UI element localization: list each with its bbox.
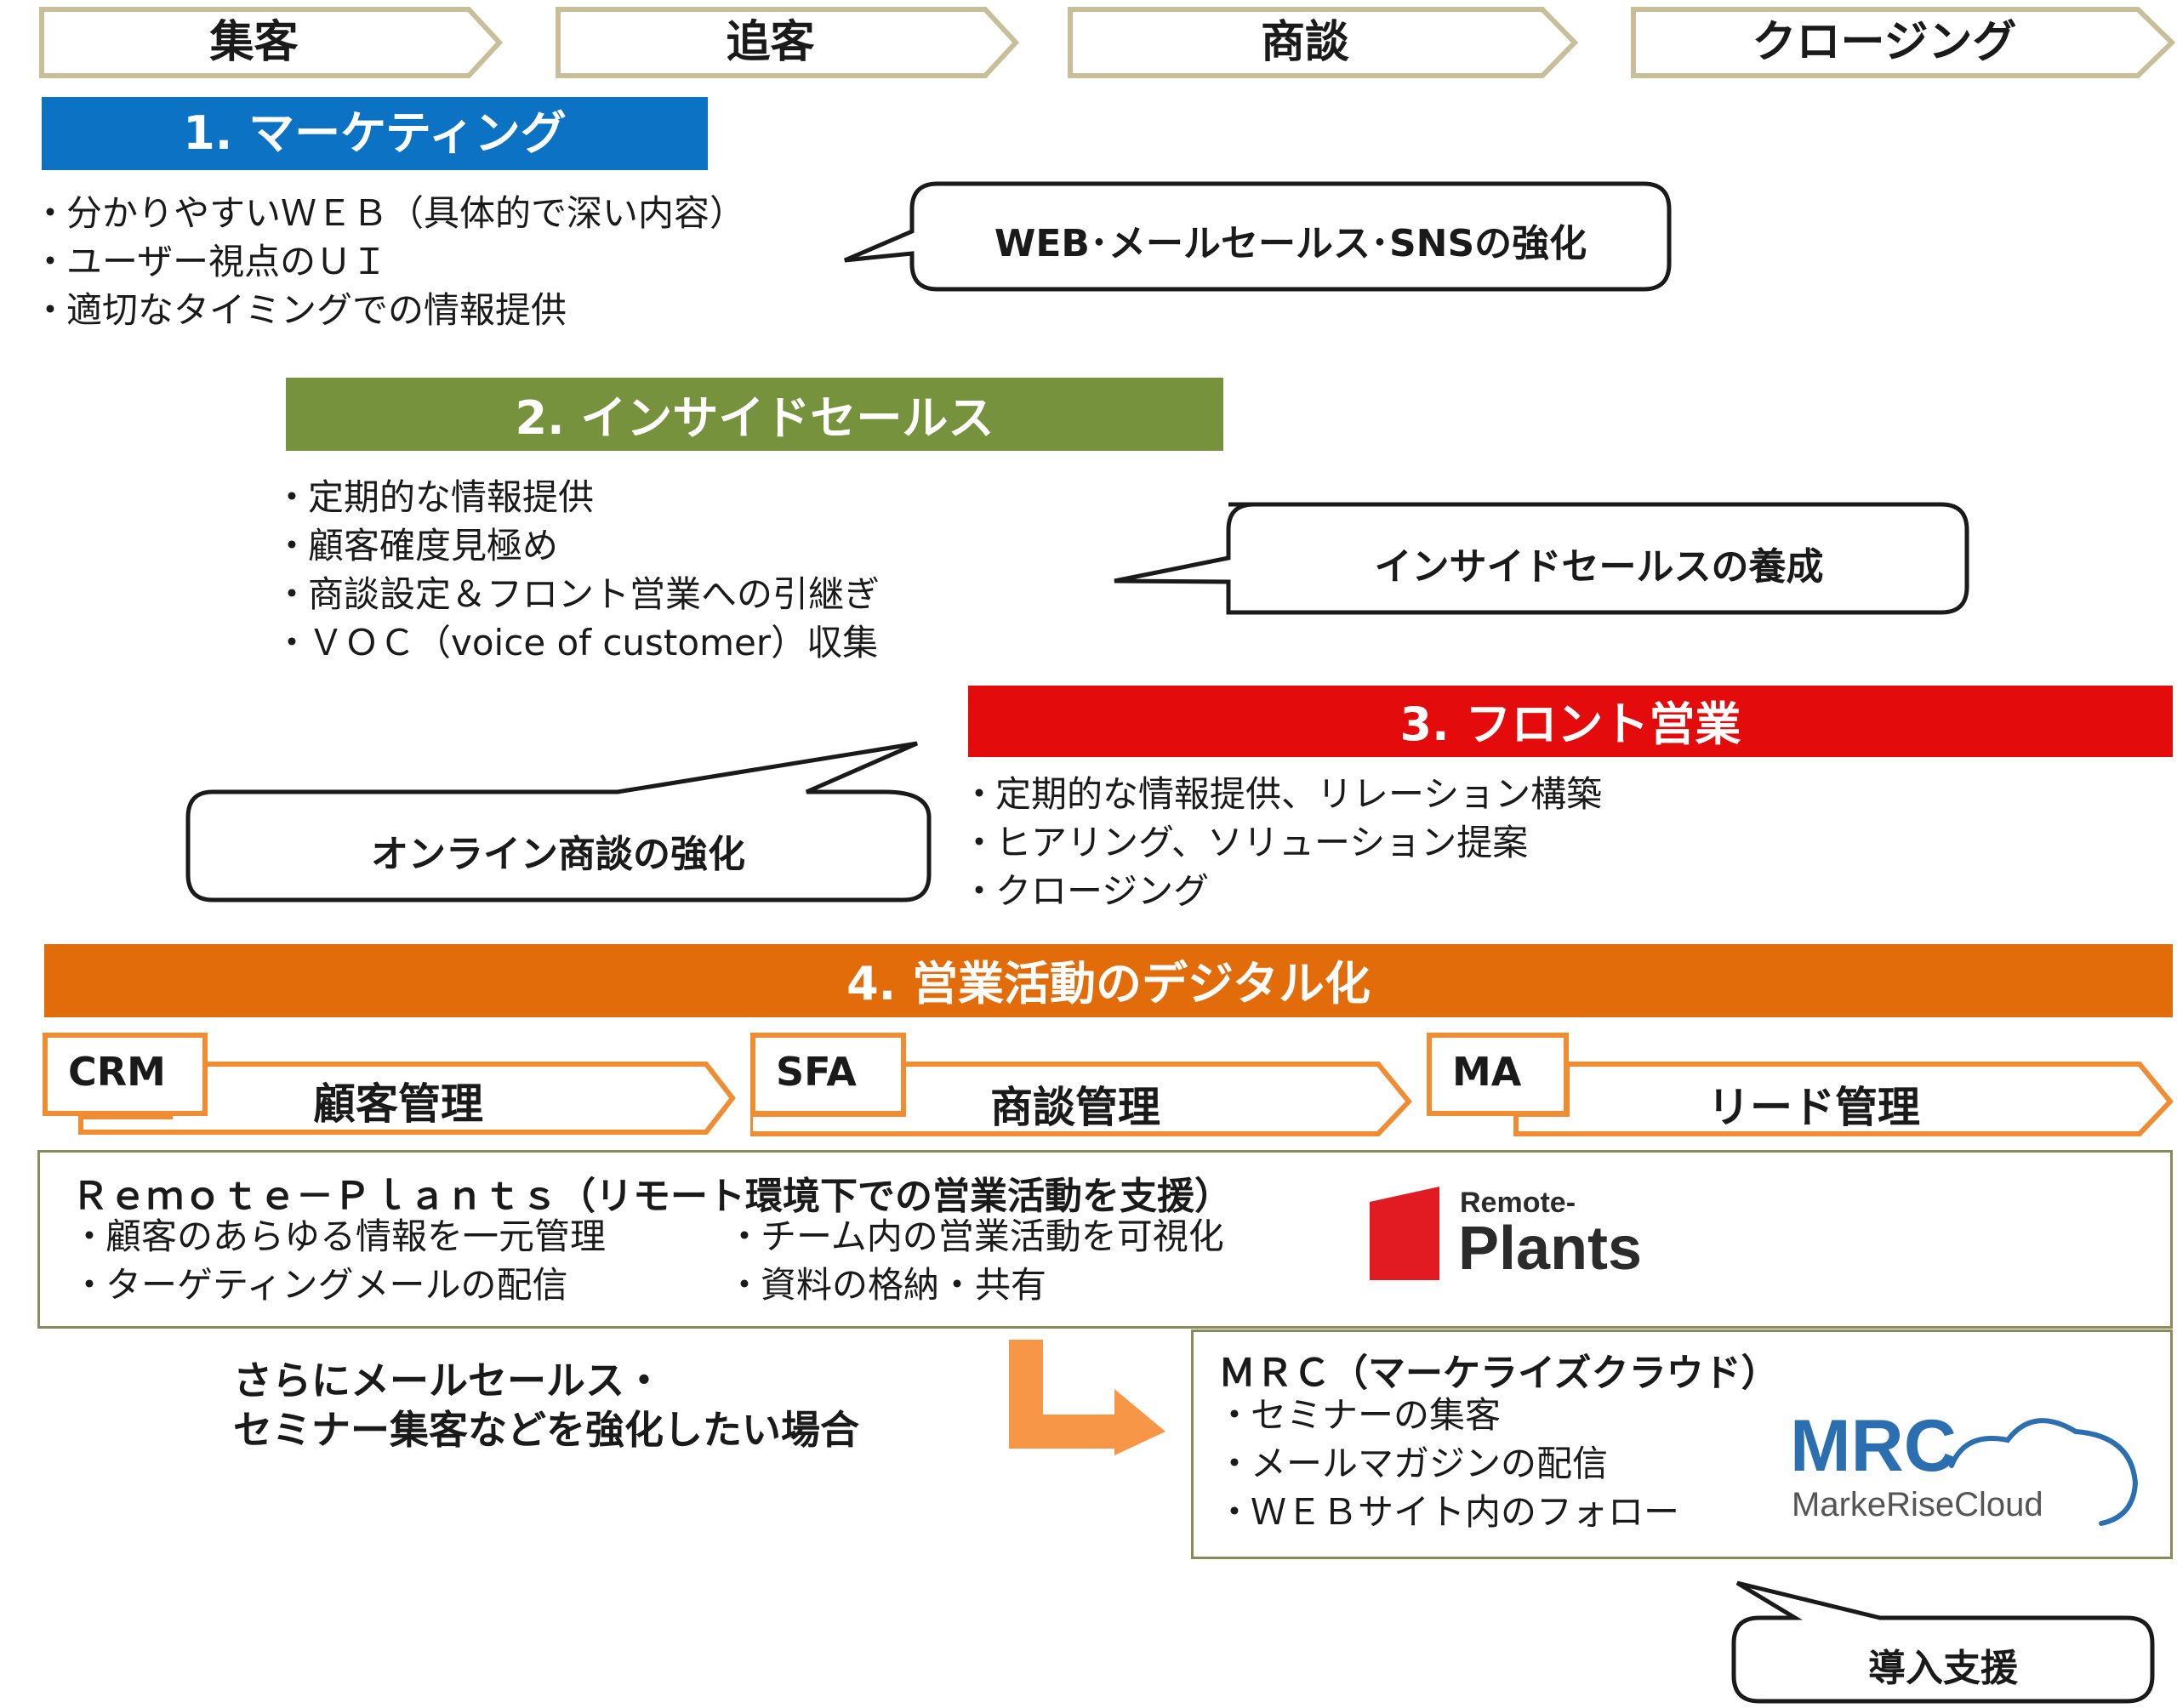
- logo-text-bottom: Plants: [1458, 1215, 1643, 1283]
- list-item: ・商談設定＆フロント営業への引継ぎ: [274, 573, 880, 615]
- tool-label: リード管理: [1707, 1083, 1920, 1132]
- mrc-list: ・セミナーの集客 ・メールマガジンの配信 ・ＷＥＢサイト内のフォロー: [1217, 1391, 1679, 1536]
- list-item: ・分かりやすいＷＥＢ（具体的で深い内容）: [32, 192, 746, 234]
- upgrade-line-2: セミナー集客などを強化したい場合: [233, 1407, 859, 1453]
- stage-label: 集客: [209, 17, 299, 68]
- front-sales-header: 3. フロント営業: [968, 686, 2173, 757]
- list-item: ・ターゲティングメールの配信: [71, 1264, 568, 1306]
- inside-sales-callout: インサイドセールスの養成: [1112, 500, 1974, 617]
- remote-plants-right-list: ・チーム内の営業活動を可視化 ・資料の格納・共有: [727, 1212, 1224, 1309]
- logo-text-top: Remote-: [1460, 1187, 1576, 1219]
- list-item: ・ＷＥＢサイト内のフォロー: [1217, 1491, 1680, 1533]
- marketing-list: ・分かりやすいＷＥＢ（具体的で深い内容） ・ユーザー視点のＵＩ ・適切なタイミン…: [32, 189, 745, 334]
- list-item: ・ヒアリング、ソリューション提案: [961, 822, 1529, 863]
- stage-label: 商談: [1260, 17, 1349, 68]
- marketing-callout: WEB･メールセールス･SNSの強化: [842, 179, 1676, 293]
- mrc-logo-sub: MarkeRiseCloud: [1792, 1486, 2043, 1523]
- stage-arrow-negotiation: 商談: [1068, 7, 1578, 78]
- marketing-header: 1. マーケティング: [42, 97, 708, 170]
- list-item: ・チーム内の営業活動を可視化: [727, 1216, 1224, 1257]
- sfa-tag: SFA: [750, 1033, 906, 1116]
- list-item: ・セミナーの集客: [1217, 1394, 1502, 1436]
- tool-ma: MA リード管理: [1427, 1029, 2175, 1140]
- upgrade-text: さらにメールセールス・ セミナー集客などを強化したい場合: [233, 1356, 859, 1455]
- list-item: ・ＶＯＣ（voice of customer）収集: [274, 622, 879, 663]
- tool-sfa: SFA 商談管理: [750, 1029, 1414, 1140]
- callout-text: オンライン商談の強化: [371, 833, 745, 876]
- remote-plants-left-list: ・顧客のあらゆる情報を一元管理 ・ターゲティングメールの配信: [71, 1212, 606, 1309]
- list-item: ・定期的な情報提供、リレーション構築: [961, 773, 1603, 815]
- stage-arrow-follow: 追客: [556, 7, 1019, 78]
- inside-sales-header: 2. インサイドセールス: [286, 378, 1223, 451]
- list-item: ・クロージング: [961, 870, 1210, 912]
- list-item: ・適切なタイミングでの情報提供: [32, 289, 567, 331]
- mrc-box: [1191, 1329, 2173, 1559]
- list-item: ・顧客のあらゆる情報を一元管理: [71, 1216, 607, 1257]
- list-item: ・メールマガジンの配信: [1217, 1443, 1609, 1484]
- front-sales-callout: オンライン商談の強化: [185, 738, 934, 905]
- inside-sales-list: ・定期的な情報提供 ・顧客確度見極め ・商談設定＆フロント営業への引継ぎ ・ＶＯ…: [274, 473, 880, 667]
- tool-label: 顧客管理: [313, 1079, 483, 1129]
- mrc-logo: MRC MarkeRiseCloud: [1787, 1408, 2144, 1535]
- remote-plants-logo: Remote- Plants: [1370, 1187, 1676, 1284]
- stage-arrow-attract: 集客: [39, 7, 503, 78]
- bend-arrow-icon: [1009, 1340, 1165, 1455]
- list-item: ・ユーザー視点のＵＩ: [32, 241, 388, 282]
- mrc-logo-main: MRC: [1790, 1405, 1957, 1487]
- crm-tag: CRM: [43, 1033, 208, 1116]
- mrc-title: ＭＲＣ（マーケライズクラウド）: [1218, 1352, 1779, 1395]
- digital-header: 4. 営業活動のデジタル化: [44, 944, 2173, 1017]
- stage-arrow-closing: クロージング: [1631, 7, 2175, 78]
- remote-plants-logo-mark: [1370, 1187, 1439, 1280]
- ma-tag: MA: [1427, 1033, 1569, 1116]
- upgrade-line-1: さらにメールセールス・: [233, 1358, 664, 1403]
- callout-text: 導入支援: [1868, 1647, 2018, 1690]
- callout-text: WEB･メールセールス･SNSの強化: [994, 222, 1587, 265]
- remote-plants-box: [37, 1150, 2173, 1329]
- tool-label: 商談管理: [990, 1083, 1160, 1132]
- tool-crm: CRM 顧客管理: [43, 1028, 736, 1138]
- stage-label: クロージング: [1752, 17, 2017, 68]
- callout-text: インサイドセールスの養成: [1374, 545, 1824, 589]
- list-item: ・定期的な情報提供: [274, 476, 595, 518]
- list-item: ・顧客確度見極め: [274, 525, 559, 566]
- list-item: ・資料の格納・共有: [727, 1264, 1047, 1306]
- front-sales-list: ・定期的な情報提供、リレーション構築 ・ヒアリング、ソリューション提案 ・クロー…: [961, 770, 1602, 915]
- stage-label: 追客: [726, 17, 815, 68]
- cloud-icon: [1949, 1418, 2139, 1526]
- remote-plants-title: Ｒｅｍｏｔｅ－Ｐｌａｎｔｓ（リモート環境下での営業活動を支援）: [71, 1175, 1232, 1218]
- support-callout: 導入支援: [1727, 1578, 2161, 1705]
